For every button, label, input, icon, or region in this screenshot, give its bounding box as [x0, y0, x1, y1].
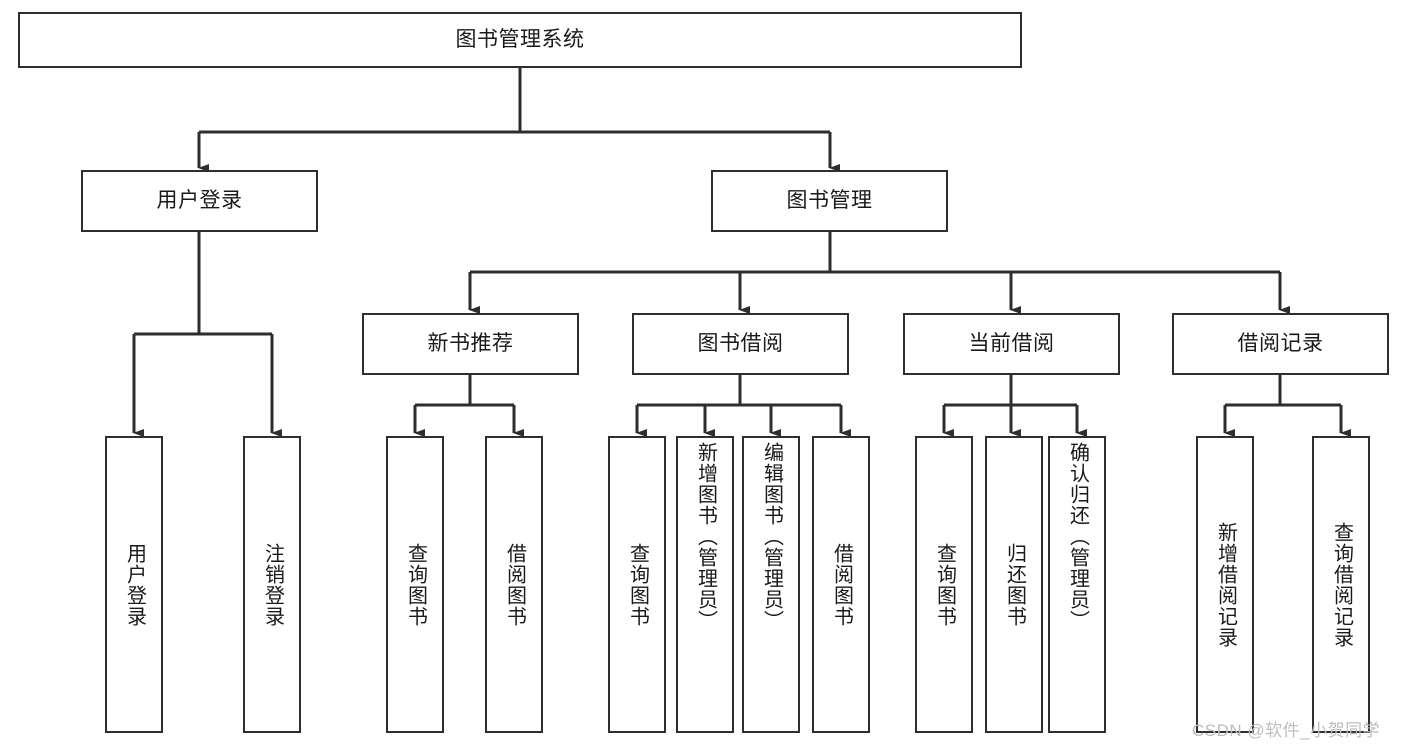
leaf-user-login-logout-label: 注销登录 — [261, 542, 284, 627]
borrow-record-connectors — [1223, 375, 1351, 437]
leaf-current-borrow-return-book-label: 归还图书 — [1003, 542, 1026, 627]
node-new-book-recommend-label: 新书推荐 — [427, 332, 514, 356]
node-book-borrow[interactable]: 图书借阅 — [632, 313, 849, 375]
node-user-login[interactable]: 用户登录 — [81, 170, 318, 232]
leaf-borrow-record-add-record-label: 新增借阅记录 — [1214, 521, 1237, 648]
leaf-book-borrow-edit-book[interactable]: 编辑图书（管理员） — [742, 436, 800, 733]
node-current-borrow-label: 当前借阅 — [968, 332, 1055, 356]
current-borrow-connectors — [942, 375, 1087, 437]
node-borrow-record[interactable]: 借阅记录 — [1172, 313, 1389, 375]
leaf-current-borrow-query-book-label: 查询图书 — [933, 542, 956, 627]
node-borrow-record-label: 借阅记录 — [1237, 332, 1324, 356]
leaf-current-borrow-query-book[interactable]: 查询图书 — [915, 436, 973, 733]
leaf-current-borrow-confirm-return-label: 确认归还（管理员） — [1066, 442, 1089, 631]
leaf-new-book-query-book[interactable]: 查询图书 — [386, 436, 444, 733]
leaf-user-login-login[interactable]: 用户登录 — [105, 436, 163, 733]
book-borrow-connectors — [635, 375, 851, 437]
node-root-label: 图书管理系统 — [455, 28, 585, 52]
leaf-book-borrow-edit-book-label: 编辑图书（管理员） — [760, 442, 783, 631]
leaf-book-borrow-borrow-book[interactable]: 借阅图书 — [812, 436, 870, 733]
leaf-borrow-record-add-record[interactable]: 新增借阅记录 — [1196, 436, 1254, 733]
leaf-current-borrow-confirm-return[interactable]: 确认归还（管理员） — [1048, 436, 1106, 733]
leaf-borrow-record-query-record-label: 查询借阅记录 — [1330, 521, 1353, 648]
node-book-management[interactable]: 图书管理 — [711, 170, 948, 232]
new-book-connectors — [413, 375, 524, 437]
root-connectors — [197, 68, 840, 172]
node-book-management-label: 图书管理 — [786, 189, 873, 213]
leaf-new-book-borrow-book-label: 借阅图书 — [503, 542, 526, 627]
node-root-book-management-system[interactable]: 图书管理系统 — [18, 12, 1022, 68]
leaf-user-login-logout[interactable]: 注销登录 — [243, 436, 301, 733]
leaf-book-borrow-add-book[interactable]: 新增图书（管理员） — [676, 436, 734, 733]
leaf-current-borrow-return-book[interactable]: 归还图书 — [985, 436, 1043, 733]
node-current-borrow[interactable]: 当前借阅 — [903, 313, 1120, 375]
leaf-new-book-query-book-label: 查询图书 — [404, 542, 427, 627]
user-login-connectors — [132, 232, 282, 437]
leaf-borrow-record-query-record[interactable]: 查询借阅记录 — [1312, 436, 1370, 733]
book-manage-connectors — [468, 232, 1290, 314]
leaf-book-borrow-add-book-label: 新增图书（管理员） — [694, 442, 717, 631]
leaf-user-login-login-label: 用户登录 — [123, 542, 146, 627]
node-book-borrow-label: 图书借阅 — [697, 332, 784, 356]
leaf-book-borrow-query-book-label: 查询图书 — [626, 542, 649, 627]
node-user-login-label: 用户登录 — [156, 189, 243, 213]
leaf-book-borrow-query-book[interactable]: 查询图书 — [608, 436, 666, 733]
node-new-book-recommend[interactable]: 新书推荐 — [362, 313, 579, 375]
leaf-new-book-borrow-book[interactable]: 借阅图书 — [485, 436, 543, 733]
leaf-book-borrow-borrow-book-label: 借阅图书 — [830, 542, 853, 627]
